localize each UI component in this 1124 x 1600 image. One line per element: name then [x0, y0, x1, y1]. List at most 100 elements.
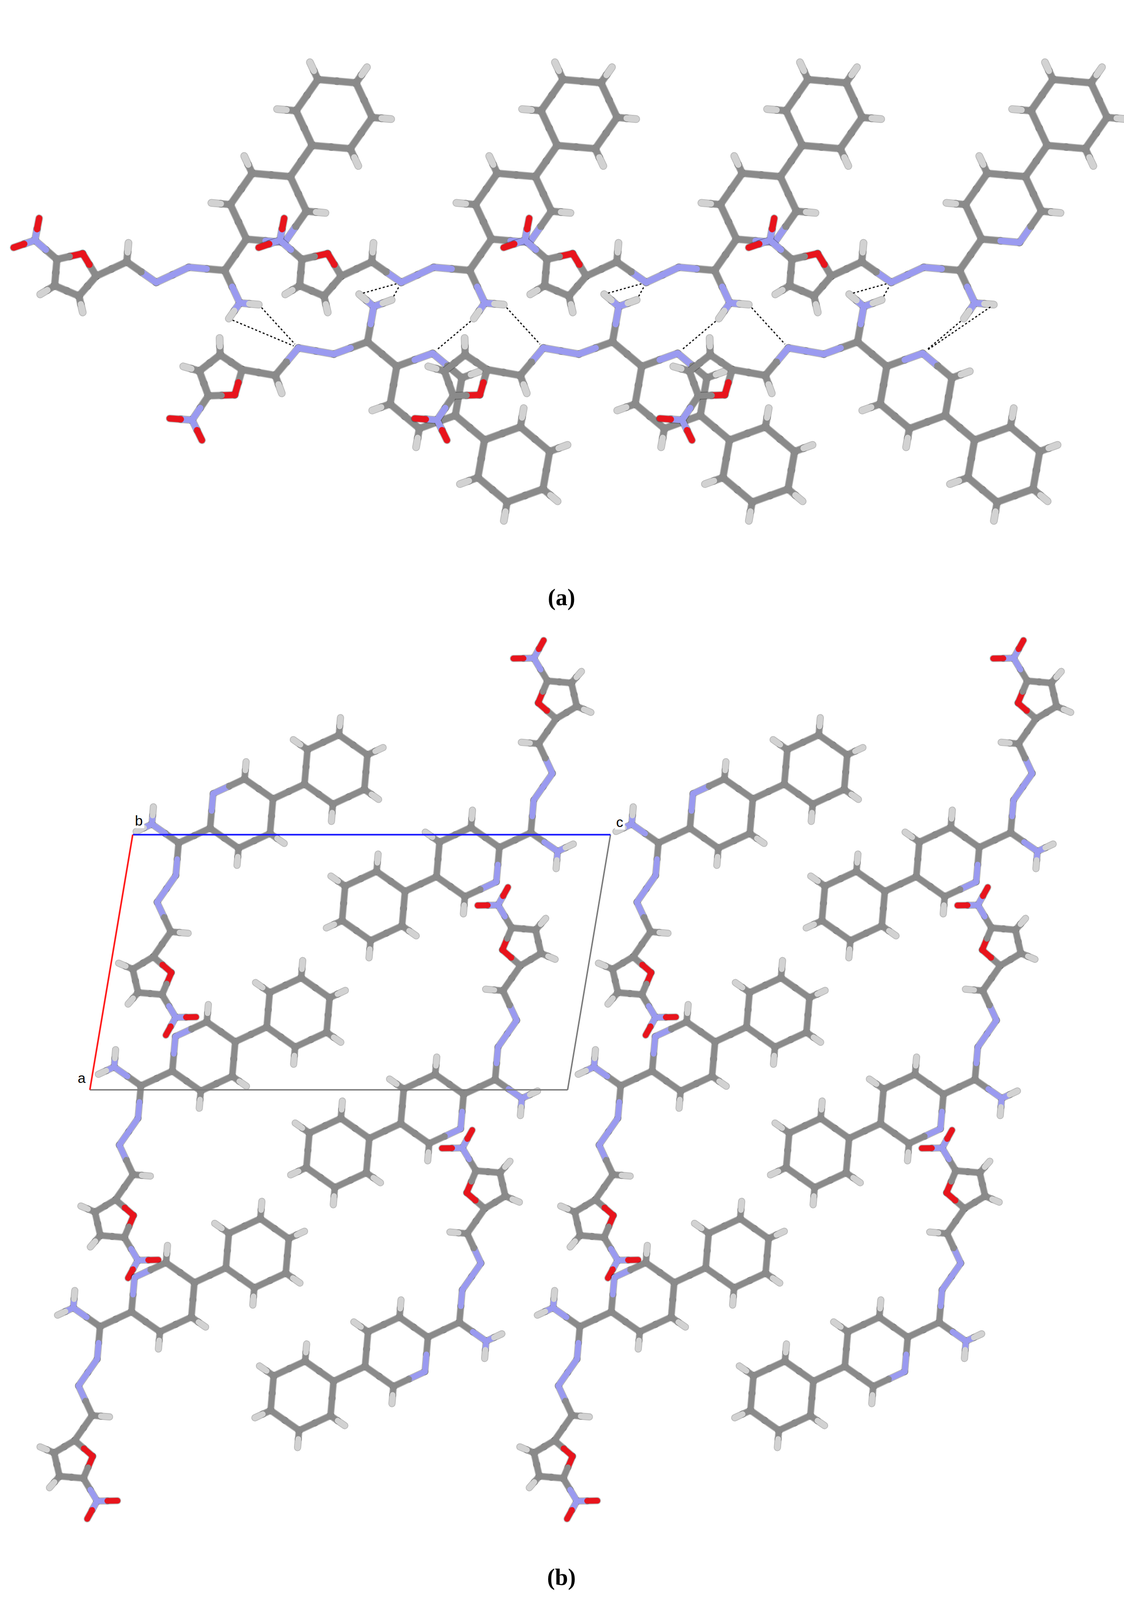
bond-outline — [474, 310, 480, 319]
bond-outline — [57, 1312, 66, 1316]
bond-stick — [372, 242, 374, 253]
bond-stick — [849, 294, 857, 301]
bond-stick — [674, 828, 691, 837]
bond-stick — [40, 290, 48, 295]
bond-stick — [964, 310, 970, 319]
bond-outline — [811, 813, 813, 822]
bond-stick — [617, 407, 627, 411]
bond-outline — [970, 239, 982, 255]
bond-stick — [332, 276, 341, 287]
bond-outline — [293, 739, 301, 746]
bond-outline — [127, 242, 129, 253]
bond-outline — [715, 427, 730, 440]
bond-outline — [105, 1199, 116, 1207]
bond-outline — [179, 932, 189, 934]
bond-stick — [756, 838, 764, 844]
bond-stick — [621, 1175, 631, 1177]
bond-outline — [460, 338, 469, 347]
molecule — [748, 62, 1124, 319]
bond-outline — [480, 239, 492, 255]
bond-stick — [169, 418, 182, 420]
bond-stick — [309, 62, 315, 71]
bond-outline — [772, 1278, 780, 1284]
bond-outline — [199, 1100, 201, 1109]
bond-outline — [414, 418, 426, 420]
bond-outline — [1089, 157, 1094, 166]
bond-outline — [775, 290, 783, 295]
bond-outline — [37, 218, 40, 230]
bond-stick — [460, 481, 469, 485]
bond-outline — [817, 990, 826, 995]
bond-stick — [815, 304, 818, 313]
bond-outline — [993, 511, 996, 521]
bond-outline — [606, 67, 612, 76]
bond-stick — [475, 362, 487, 370]
bond-outline — [674, 828, 691, 837]
bond-stick — [196, 430, 202, 441]
bond-outline — [258, 243, 270, 248]
bond-outline — [678, 1100, 680, 1109]
bond-outline — [372, 407, 382, 411]
bond-outline — [546, 145, 558, 161]
bond-stick — [734, 156, 739, 165]
bond-outline — [244, 156, 249, 165]
bond-outline — [210, 1268, 227, 1276]
bond-outline — [705, 338, 714, 347]
bond-outline — [768, 784, 785, 793]
bond-stick — [791, 145, 802, 161]
bond-stick — [950, 481, 959, 485]
bond-stick — [803, 445, 813, 449]
bond-stick — [382, 354, 397, 367]
bond-outline — [701, 203, 711, 204]
bond-stick — [325, 304, 328, 313]
bond-outline — [580, 1416, 589, 1418]
bond-stick — [428, 366, 437, 370]
bond-stick — [554, 62, 559, 71]
bond-outline — [1040, 495, 1049, 502]
bond-stick — [550, 495, 559, 502]
bond-stick — [701, 203, 711, 204]
bond-outline — [689, 1268, 706, 1276]
bond-outline — [872, 300, 882, 304]
bond-stick — [730, 1027, 747, 1035]
bond-stick — [558, 445, 568, 449]
bond-outline — [90, 1241, 96, 1248]
bond-stick — [735, 982, 743, 989]
bond-outline — [1011, 109, 1022, 111]
bond-stick — [811, 813, 813, 822]
bond-outline — [277, 838, 285, 844]
bond-stick — [598, 963, 606, 967]
bond-outline — [331, 813, 333, 822]
bond-outline — [626, 118, 636, 120]
bond-stick — [1040, 495, 1049, 502]
bond-stick — [250, 1027, 267, 1035]
bond-outline — [686, 430, 692, 441]
bond-outline — [40, 290, 48, 295]
bond-outline — [799, 62, 805, 71]
bond-outline — [469, 427, 485, 440]
bond-outline — [316, 211, 326, 213]
bond-outline — [673, 366, 682, 370]
bond-outline — [984, 303, 994, 305]
bond-outline — [337, 990, 346, 995]
bond-stick — [480, 239, 492, 255]
bond-stick — [316, 211, 326, 213]
bond-outline — [339, 717, 341, 727]
bond-outline — [871, 118, 882, 120]
bond-outline — [862, 407, 872, 411]
bond-outline — [577, 276, 587, 287]
bond-stick — [127, 242, 129, 253]
bond-stick — [258, 243, 270, 248]
bond-stick — [158, 1340, 160, 1350]
bond-stick — [152, 807, 154, 816]
bond-outline — [49, 1482, 55, 1488]
bond-stick — [301, 960, 303, 970]
bond-stick — [799, 62, 805, 71]
bond-outline — [822, 276, 831, 287]
bond-stick — [245, 761, 247, 771]
bond-outline — [815, 304, 818, 313]
bond-outline — [855, 747, 864, 752]
molecule — [560, 960, 826, 1279]
bond-stick — [87, 276, 97, 287]
bond-outline — [560, 211, 571, 213]
